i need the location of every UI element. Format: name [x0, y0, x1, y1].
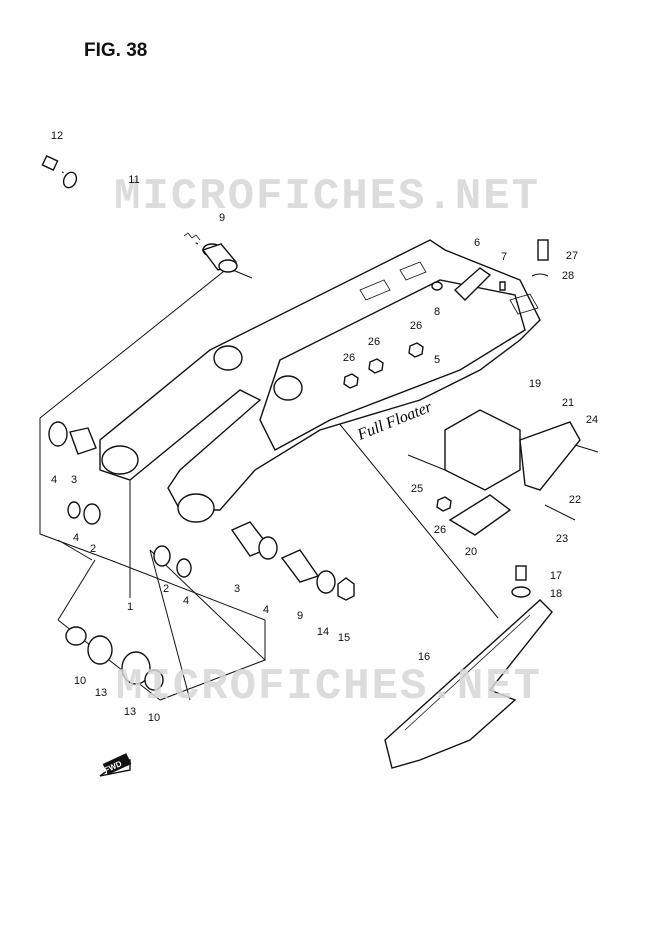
callout-24: 24 — [585, 414, 599, 426]
callout-26-c: 26 — [342, 352, 356, 364]
callout-27: 27 — [565, 250, 579, 262]
bushings-left — [48, 421, 355, 691]
callout-11: 11 — [128, 174, 140, 186]
callout-4-b: 4 — [72, 532, 80, 544]
callout-13-b: 13 — [123, 706, 137, 718]
callout-9-top: 9 — [218, 212, 226, 224]
callout-7: 7 — [500, 251, 508, 263]
callout-8: 8 — [433, 306, 441, 318]
callout-12: 12 — [50, 130, 64, 142]
callout-21: 21 — [561, 397, 575, 409]
callout-4-a: 4 — [50, 474, 58, 486]
callout-2-b: 2 — [162, 583, 170, 595]
callout-25: 25 — [410, 483, 424, 495]
callout-17: 17 — [549, 570, 563, 582]
callout-13-a: 13 — [94, 687, 108, 699]
callout-26-d: 26 — [433, 524, 447, 536]
callout-26-a: 26 — [409, 320, 423, 332]
callout-19: 19 — [528, 378, 542, 390]
watermark-top: MICROFICHES.NET — [114, 172, 541, 222]
callout-10-b: 10 — [147, 712, 161, 724]
callout-9-bottom: 9 — [296, 610, 304, 622]
chain-guide-bracket — [407, 409, 599, 536]
callout-2-a: 2 — [89, 543, 97, 555]
callout-4-c: 4 — [182, 595, 190, 607]
forward-arrow-icon — [99, 753, 132, 777]
callout-26-b: 26 — [367, 336, 381, 348]
callout-22: 22 — [568, 494, 582, 506]
callout-3-a: 3 — [70, 474, 78, 486]
figure-title: FIG. 38 — [84, 40, 148, 61]
callout-4-d: 4 — [262, 604, 270, 616]
callout-6: 6 — [473, 237, 481, 249]
callout-28: 28 — [561, 270, 575, 282]
callout-18: 18 — [549, 588, 563, 600]
callout-15: 15 — [337, 632, 351, 644]
nuts-26 — [343, 342, 452, 512]
chain-slider — [384, 565, 553, 769]
callout-10-a: 10 — [73, 675, 87, 687]
watermark-bottom: MICROFICHES.NET — [116, 662, 543, 712]
callout-16: 16 — [417, 651, 431, 663]
swingarm-body: Full Floater — [99, 239, 541, 523]
callout-5: 5 — [433, 354, 441, 366]
callout-14: 14 — [316, 626, 330, 638]
callout-20: 20 — [464, 546, 478, 558]
swingarm-pivot-shaft — [41, 155, 201, 245]
collar-9-top — [201, 243, 238, 273]
callout-3-b: 3 — [233, 583, 241, 595]
callout-23: 23 — [555, 533, 569, 545]
chain-adjuster-parts — [431, 239, 549, 301]
callout-1: 1 — [126, 601, 134, 613]
